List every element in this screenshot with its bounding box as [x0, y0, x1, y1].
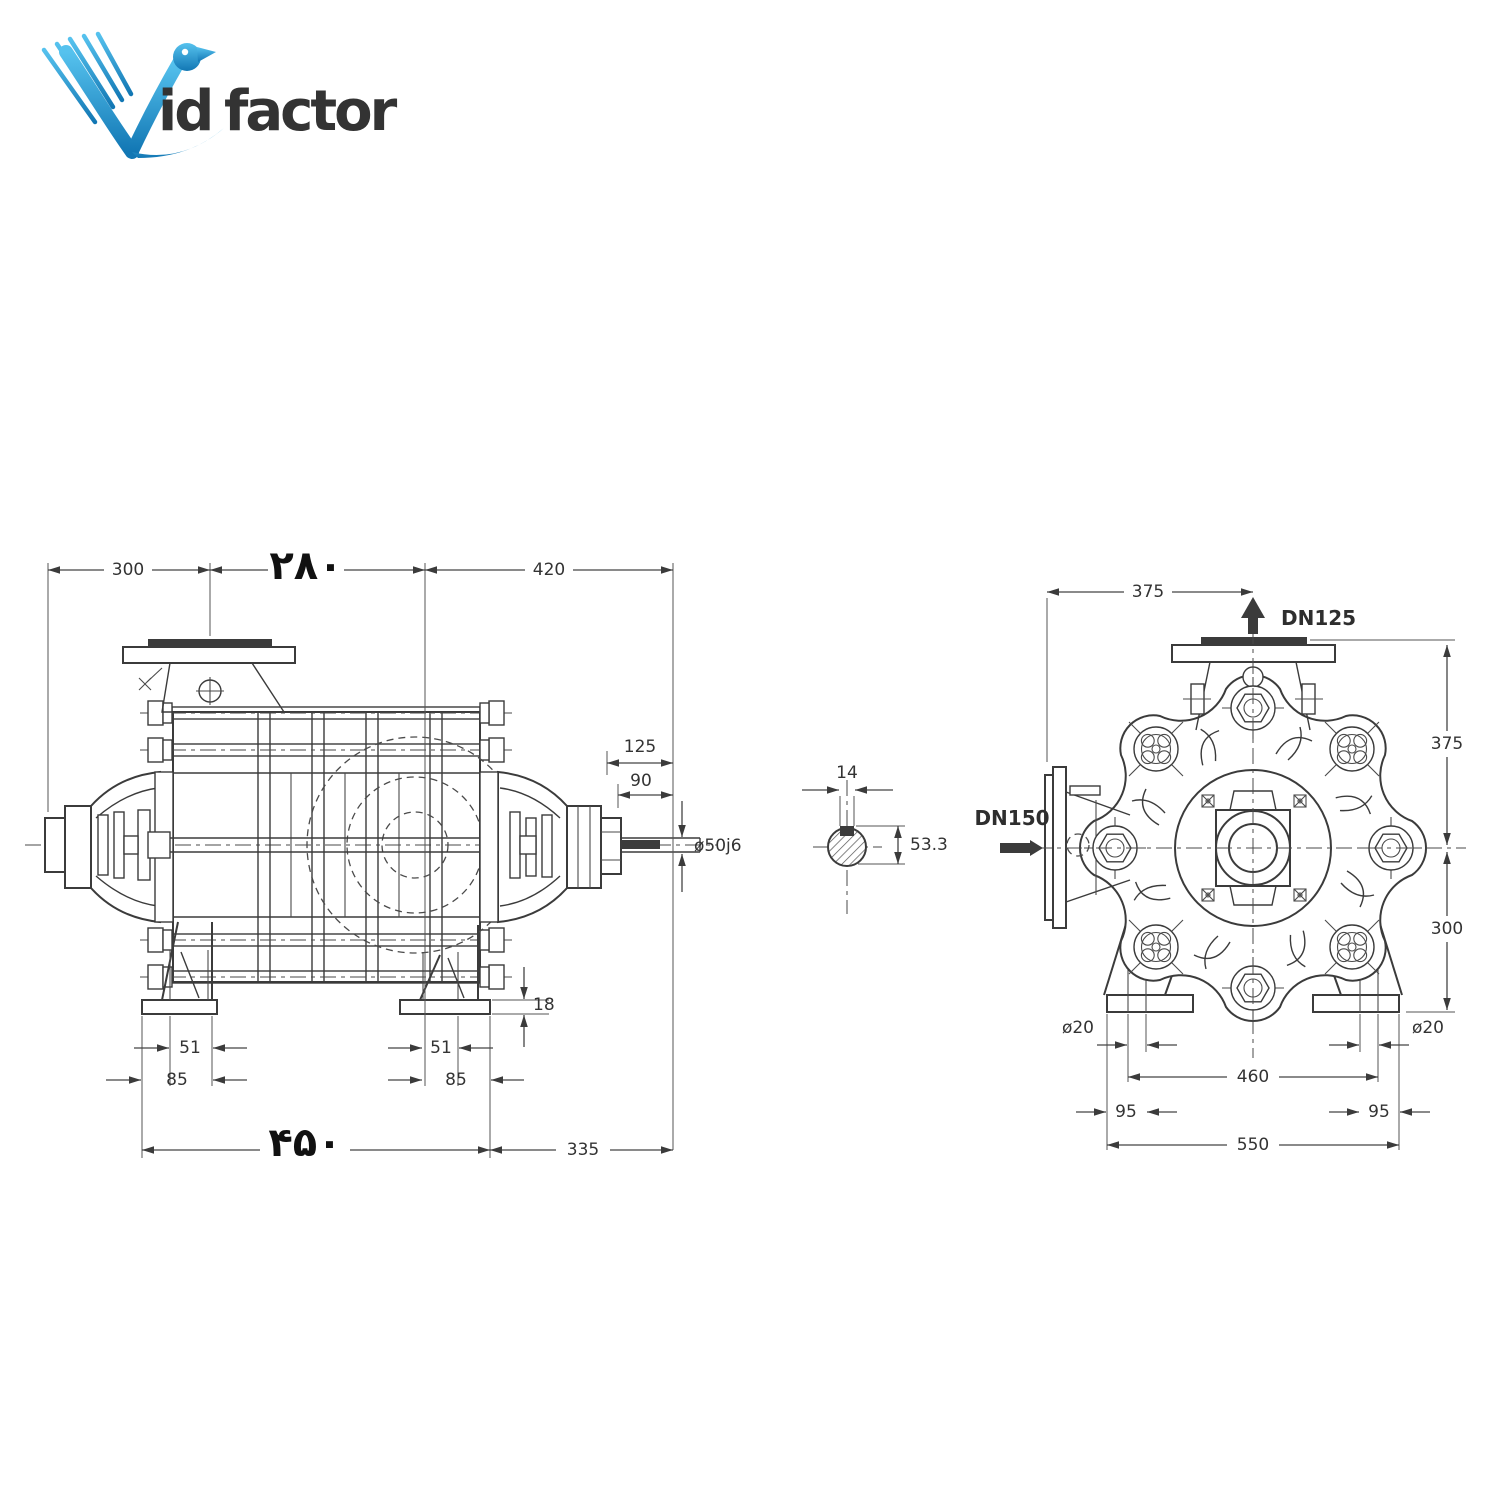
- discharge-flange: [122, 639, 296, 713]
- bearing-end-cover: [479, 770, 622, 924]
- vidfactor-logo: id factor: [41, 31, 401, 159]
- dim-280-label: ۲۸۰: [269, 543, 342, 589]
- dim-14-label: 14: [836, 763, 858, 783]
- side-view: [25, 639, 718, 1015]
- dim-shaft-dia-label: ø50j6: [694, 836, 742, 856]
- front-view: DN125 DN150: [974, 597, 1466, 1058]
- dn125-label: DN125: [1281, 606, 1356, 630]
- dn150-flow-arrow-icon: [1000, 840, 1043, 856]
- front-view-dimensions: 375 375 300 ø20 ø20 460 95 95: [1046, 579, 1470, 1158]
- dn150-label: DN150: [974, 806, 1049, 830]
- dim-375-right-label: 375: [1431, 734, 1463, 754]
- dim-125-label: 125: [624, 737, 656, 757]
- tie-rods: [140, 700, 512, 990]
- dim-375-top-label: 375: [1132, 582, 1164, 602]
- dim-335-label: 335: [567, 1140, 599, 1160]
- dim-o20-right-label: ø20: [1412, 1018, 1444, 1038]
- shaft: [170, 837, 701, 853]
- dim-90-label: 90: [630, 771, 652, 791]
- shaft-keyway: [622, 840, 660, 849]
- suction-end-cover: [44, 770, 174, 924]
- dim-o20-left-label: ø20: [1062, 1018, 1094, 1038]
- shaft-section: 14 53.3: [802, 763, 948, 914]
- dim-51-left-label: 51: [179, 1038, 201, 1058]
- stage-casing: [172, 711, 481, 983]
- dn125-flow-arrow-icon: [1241, 597, 1265, 634]
- dim-18-label: 18: [533, 995, 555, 1015]
- dim-95-right-label: 95: [1368, 1102, 1390, 1122]
- dim-420-label: 420: [533, 560, 565, 580]
- dim-53-3-label: 53.3: [910, 835, 948, 855]
- bird-icon: [41, 31, 224, 159]
- dim-300-label: 300: [112, 560, 144, 580]
- dim-300-right-label: 300: [1431, 919, 1463, 939]
- dim-51-right-label: 51: [430, 1038, 452, 1058]
- dim-550-label: 550: [1237, 1135, 1269, 1155]
- dim-460-label: 460: [1237, 1067, 1269, 1087]
- logo-text-id: id: [158, 79, 211, 144]
- side-view-dimensions: 300 ۲۸۰ 420 125 90 ø50j6 18 51 85 51 85: [47, 541, 742, 1170]
- key-section: [840, 826, 854, 836]
- side-view-feet: [141, 921, 491, 1015]
- logo-text-factor: factor: [224, 79, 398, 144]
- dim-85-right-label: 85: [445, 1070, 467, 1090]
- dim-450-label: ۴۵۰: [268, 1120, 341, 1166]
- dim-95-left-label: 95: [1115, 1102, 1137, 1122]
- dim-85-left-label: 85: [166, 1070, 188, 1090]
